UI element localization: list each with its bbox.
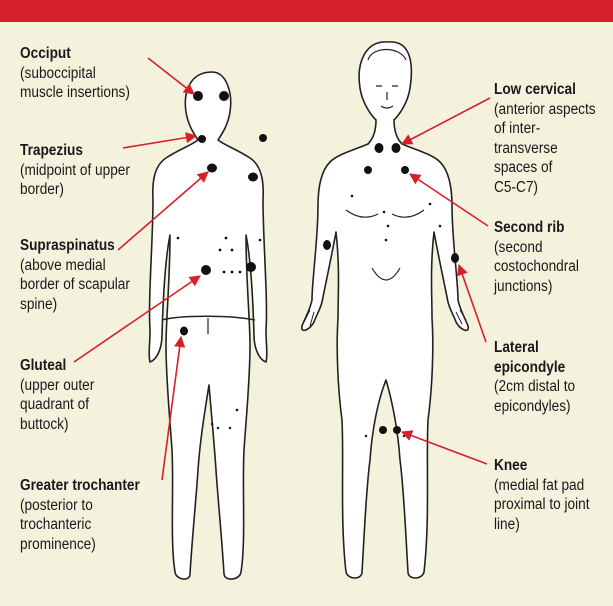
tender-point-second-rib-left: [364, 166, 372, 174]
label-title: Knee: [494, 456, 590, 476]
label-occiput: Occiput (suboccipital muscle insertions): [20, 44, 130, 103]
tender-point-gluteal-right: [246, 262, 256, 272]
label-title: Low cervical: [494, 80, 596, 100]
label-low-cervical: Low cervical (anterior aspects of inter-…: [494, 80, 596, 197]
label-lateral-epicondyle: Lateral epicondyle (2cm distal to epicon…: [494, 338, 575, 416]
label-title: Supraspinatus: [20, 236, 130, 256]
label-description: (anterior aspects of inter- transverse s…: [494, 100, 596, 198]
tender-point-trapezius-right: [259, 134, 267, 142]
arrow-low-cervical: [402, 98, 490, 144]
label-description: (posterior to trochanteric prominence): [20, 496, 140, 555]
tender-point-low-cervical-left: [375, 143, 384, 153]
label-description: (upper outer quadrant of buttock): [20, 376, 94, 435]
label-trapezius: Trapezius (midpoint of upper border): [20, 141, 130, 200]
label-title: Gluteal: [20, 356, 94, 376]
label-title: Greater trochanter: [20, 476, 140, 496]
label-title: Lateral epicondyle: [494, 338, 575, 377]
label-title: Trapezius: [20, 141, 130, 161]
arrow-trapezius: [123, 136, 196, 148]
tender-point-trochanter-left: [180, 327, 188, 336]
tender-point-epicondyle-left: [323, 240, 331, 250]
label-greater-trochanter: Greater trochanter (posterior to trochan…: [20, 476, 140, 554]
label-title: Occiput: [20, 44, 130, 64]
tender-point-second-rib-right: [401, 166, 409, 174]
label-gluteal: Gluteal (upper outer quadrant of buttock…: [20, 356, 94, 434]
label-knee: Knee (medial fat pad proximal to joint l…: [494, 456, 590, 534]
label-description: (2cm distal to epicondyles): [494, 377, 575, 416]
label-description: (medial fat pad proximal to joint line): [494, 476, 590, 535]
tender-point-supraspinatus-right: [248, 173, 258, 182]
label-description: (suboccipital muscle insertions): [20, 64, 130, 103]
tender-point-knee-right: [393, 426, 401, 434]
tender-point-epicondyle-right: [451, 253, 459, 263]
tender-point-occiput-right: [219, 91, 229, 101]
tender-point-knee-left: [379, 426, 387, 434]
arrow-lateral-epicondyle: [459, 265, 486, 342]
tender-point-low-cervical-right: [392, 143, 401, 153]
tender-point-gluteal-left: [201, 265, 211, 275]
tender-point-trapezius-left: [198, 135, 206, 143]
tender-point-occiput-left: [193, 91, 203, 101]
label-title: Second rib: [494, 218, 579, 238]
label-description: (above medial border of scapular spine): [20, 256, 130, 315]
label-supraspinatus: Supraspinatus (above medial border of sc…: [20, 236, 130, 314]
arrow-occiput: [148, 58, 194, 94]
label-second-rib: Second rib (second costochondral junctio…: [494, 218, 579, 296]
label-description: (midpoint of upper border): [20, 161, 130, 200]
label-description: (second costochondral junctions): [494, 238, 579, 297]
tender-point-supraspinatus-left: [207, 164, 217, 173]
back-view-figure: [149, 72, 267, 579]
